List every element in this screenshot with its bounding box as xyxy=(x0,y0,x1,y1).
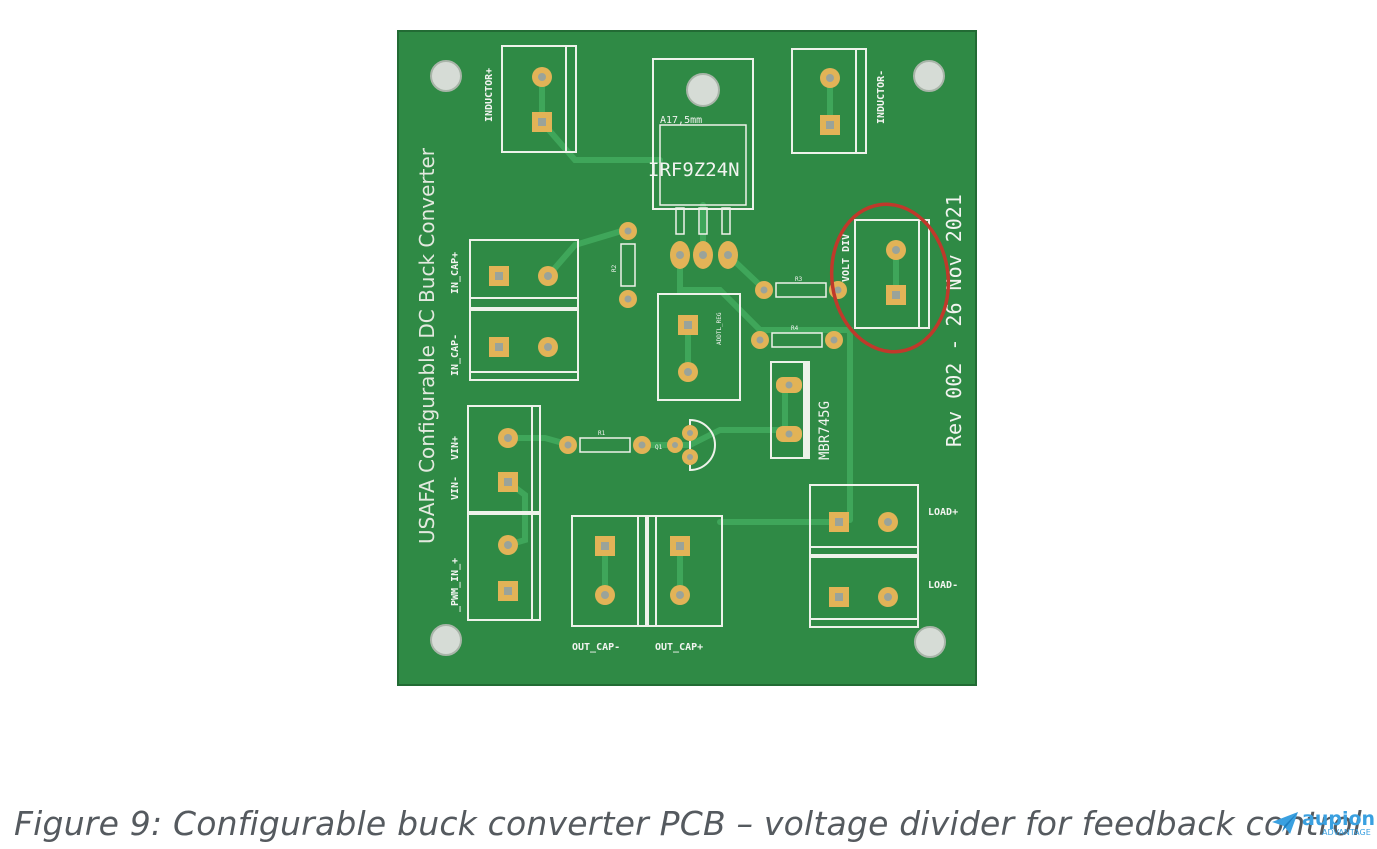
mosfet-spec: A17,5mm xyxy=(660,115,702,126)
label-r4: R4 xyxy=(791,325,799,332)
label-r3: R3 xyxy=(795,276,803,283)
watermark: aupion ADVANTAGE xyxy=(1268,808,1376,842)
pwm-connector xyxy=(467,513,541,621)
paper-plane-icon xyxy=(1272,812,1298,834)
label-r2: R2 xyxy=(611,264,618,272)
mosfet-outline xyxy=(652,58,754,269)
in-cap-connector xyxy=(469,239,579,381)
diode-part: MBR745G xyxy=(817,401,833,460)
label-out-cap-pos: OUT_CAP+ xyxy=(655,642,703,653)
label-load-neg: LOAD- xyxy=(928,580,958,591)
additional-regulator xyxy=(657,293,741,401)
mosfet-part: IRF9Z24N xyxy=(648,159,740,181)
out-cap-connectors xyxy=(571,515,723,627)
label-vin-pos: VIN+ xyxy=(450,436,461,460)
volt-div-connector xyxy=(854,219,930,329)
label-volt-div: VOLT DIV xyxy=(841,234,852,282)
label-pwm-in: _PWM_IN_+ xyxy=(450,558,461,612)
board-title: USAFA Configurable DC Buck Converter xyxy=(415,147,439,544)
label-out-cap-neg: OUT_CAP- xyxy=(572,642,620,653)
label-in-cap-neg: IN_CAP- xyxy=(450,334,461,376)
figure-caption: Figure 9: Configurable buck converter PC… xyxy=(14,804,1363,843)
mounting-holes xyxy=(430,60,946,658)
diode xyxy=(770,361,810,459)
watermark-sub: ADVANTAGE xyxy=(1322,828,1371,837)
label-ic: ADDTL_REG xyxy=(716,312,723,345)
highlight-circle xyxy=(829,202,951,354)
label-in-cap-pos: IN_CAP+ xyxy=(450,252,461,294)
board-revision: Rev 002 - 26 Nov 2021 xyxy=(942,194,966,447)
transistor-q1 xyxy=(667,418,716,472)
resistor-r2 xyxy=(619,222,637,308)
label-q1: Q1 xyxy=(655,444,663,451)
label-load-pos: LOAD+ xyxy=(928,507,958,518)
resistor-r1 xyxy=(559,436,651,454)
pcb-figure: INDUCTOR+ INDUCTOR- A17,5mm IRF9Z24N IN_… xyxy=(397,30,977,686)
label-r1: R1 xyxy=(598,430,606,437)
load-connectors xyxy=(809,484,919,628)
watermark-brand: aupion xyxy=(1302,808,1376,830)
vin-connector xyxy=(467,405,541,513)
label-vin-neg: VIN- xyxy=(450,476,461,500)
label-inductor-neg: INDUCTOR- xyxy=(876,70,887,124)
inductor-pos-connector xyxy=(501,45,577,153)
label-inductor-pos: INDUCTOR+ xyxy=(484,68,495,122)
inductor-neg-connector xyxy=(791,48,867,154)
resistor-r4 xyxy=(751,331,843,349)
